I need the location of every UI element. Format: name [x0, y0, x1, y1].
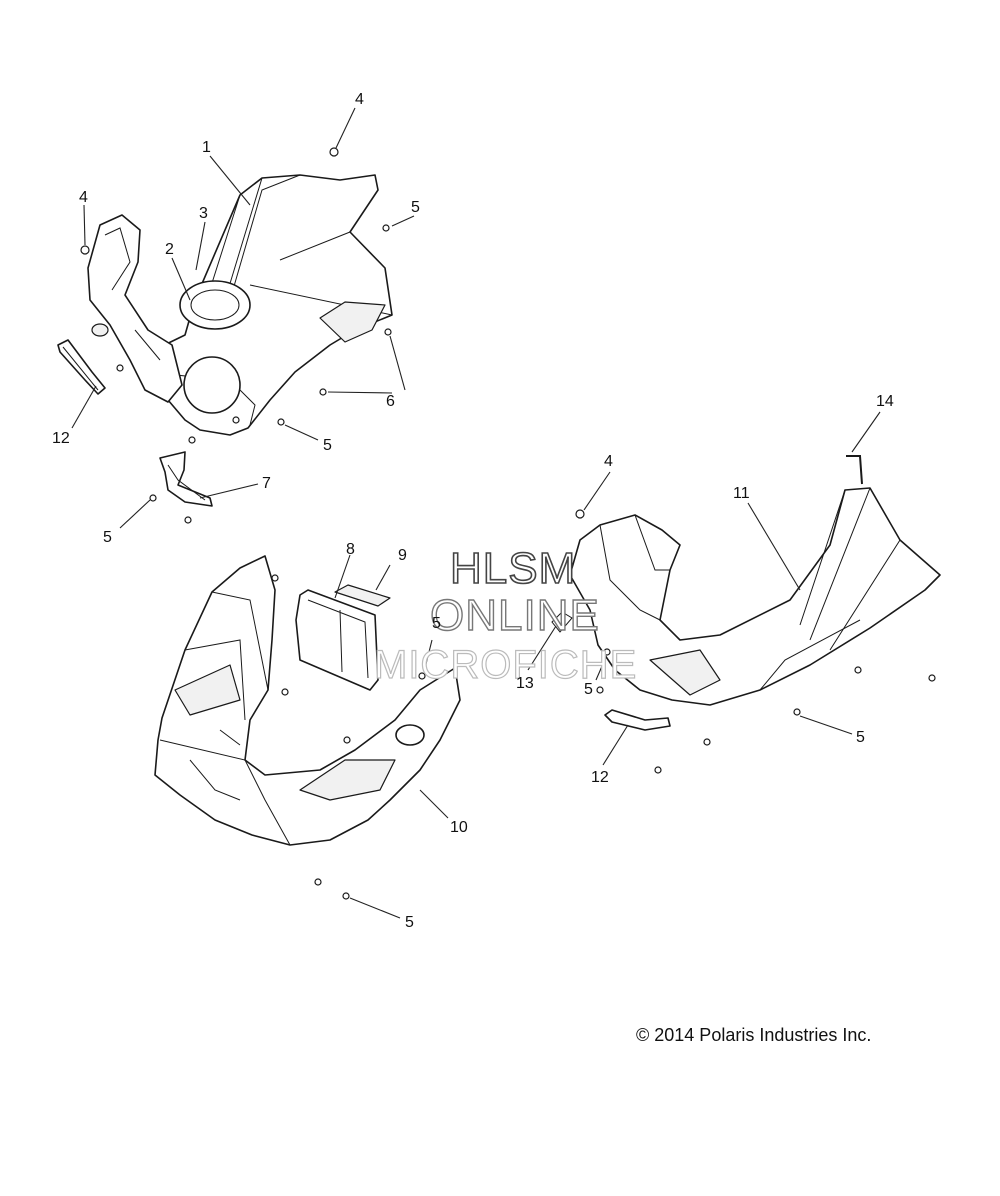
callout-5-right: 5	[856, 729, 865, 746]
part-8-panel	[295, 589, 379, 691]
watermark: HLSM ONLINE MICROFICHE	[373, 543, 637, 687]
callout-5-mid-left: 5	[323, 437, 332, 454]
part-11-lower-right-panel	[569, 487, 941, 706]
fasteners	[80, 147, 936, 900]
callout-4-right: 4	[604, 453, 613, 470]
part-12-strap-left	[57, 339, 106, 395]
callout-5-right-upper: 5	[584, 681, 593, 698]
callout-3: 3	[199, 205, 208, 222]
callout-1: 1	[202, 139, 211, 156]
part-13-clip	[551, 611, 573, 633]
callout-7: 7	[262, 475, 271, 492]
callout-14: 14	[876, 393, 894, 410]
part-10-lower-panel	[154, 555, 461, 846]
callout-5-center: 5	[432, 615, 441, 632]
callout-4-left: 4	[79, 189, 88, 206]
watermark-line-1: HLSM	[450, 544, 576, 593]
side-bracket-left	[87, 214, 183, 403]
callout-10: 10	[450, 819, 468, 836]
callout-2: 2	[165, 241, 174, 258]
callout-12-right: 12	[591, 769, 609, 786]
part-9-decal	[334, 584, 391, 607]
watermark-line-3: MICROFICHE	[374, 643, 637, 687]
copyright-notice: © 2014 Polaris Industries Inc.	[636, 1025, 872, 1045]
callout-9: 9	[398, 547, 407, 564]
callout-8: 8	[346, 541, 355, 558]
part-12-strap-right	[604, 709, 671, 731]
callout-5-bottom: 5	[405, 914, 414, 931]
callouts: 1 2 3 4 4 4 5 5 5 5 5 5 5 6 7 8 9 10 11 …	[52, 91, 894, 931]
part-1-upper-panel	[149, 174, 393, 436]
callout-12-left: 12	[52, 430, 70, 447]
callout-5-left: 5	[103, 529, 112, 546]
callout-11: 11	[733, 485, 750, 502]
callout-6: 6	[386, 393, 395, 410]
callout-5-top: 5	[411, 199, 420, 216]
callout-4-top: 4	[355, 91, 364, 108]
leader-lines	[71, 107, 881, 919]
part-7-bracket	[159, 451, 213, 507]
callout-13: 13	[516, 675, 534, 692]
part-14-key	[846, 455, 863, 485]
watermark-line-2: ONLINE	[430, 591, 600, 640]
